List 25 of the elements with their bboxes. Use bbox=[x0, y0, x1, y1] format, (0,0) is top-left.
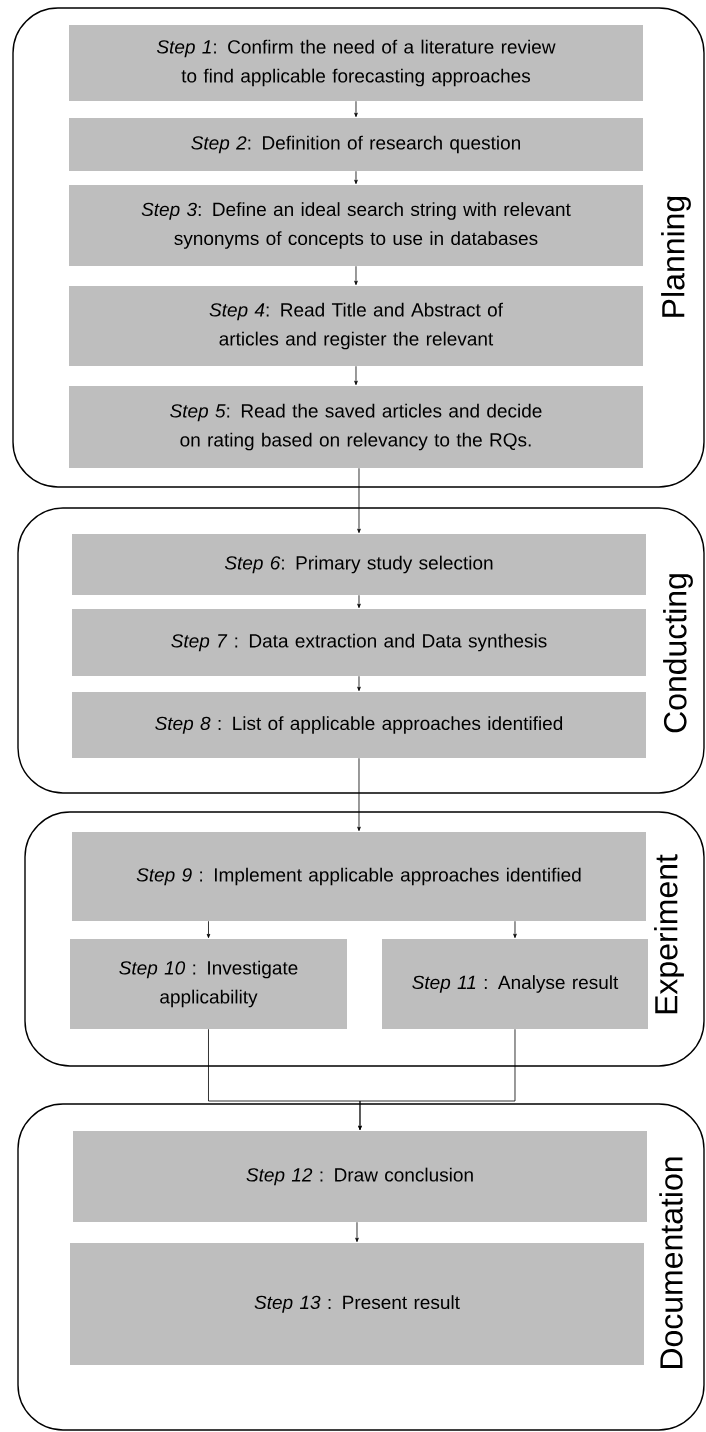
arrow bbox=[354, 265, 358, 286]
arrow bbox=[358, 1028, 516, 1131]
arrow bbox=[354, 170, 358, 185]
arrow bbox=[357, 467, 361, 534]
step-box: Step 12 : Draw conclusion bbox=[73, 1131, 647, 1222]
arrow bbox=[357, 757, 361, 832]
step-box: Step 1: Confirm the need of a literature review to find applicable forecasting approaches bbox=[69, 25, 643, 101]
arrow bbox=[206, 920, 211, 939]
step-box: Step 3: Define an ideal search string with relevant synonyms of concepts to use in databases bbox=[69, 185, 643, 266]
step-box: Step 4: Read Title and Abstract of articles and register the relevant bbox=[69, 286, 643, 366]
arrow bbox=[354, 365, 358, 386]
arrow bbox=[354, 100, 358, 118]
arrow bbox=[357, 594, 361, 609]
step-box: Step 2: Definition of research question bbox=[69, 118, 643, 171]
step-box: Step 9 : Implement applicable approaches identified bbox=[72, 832, 646, 921]
step-box: Step 11 : Analyse result bbox=[382, 939, 648, 1029]
step-box: Step 6: Primary study selection bbox=[72, 534, 646, 595]
arrow bbox=[355, 1221, 359, 1243]
arrow bbox=[513, 920, 517, 939]
step-box: Step 13 : Present result bbox=[70, 1243, 644, 1365]
step-box: Step 7 : Data extraction and Data synthesis bbox=[72, 609, 646, 676]
step-box: Step 5: Read the saved articles and decide on rating based on relevancy to the RQs. bbox=[69, 386, 643, 468]
step-box: Step 10 : Investigate applicability bbox=[70, 939, 347, 1029]
arrow bbox=[357, 675, 361, 692]
step-box: Step 8 : List of applicable approaches identified bbox=[72, 692, 646, 758]
